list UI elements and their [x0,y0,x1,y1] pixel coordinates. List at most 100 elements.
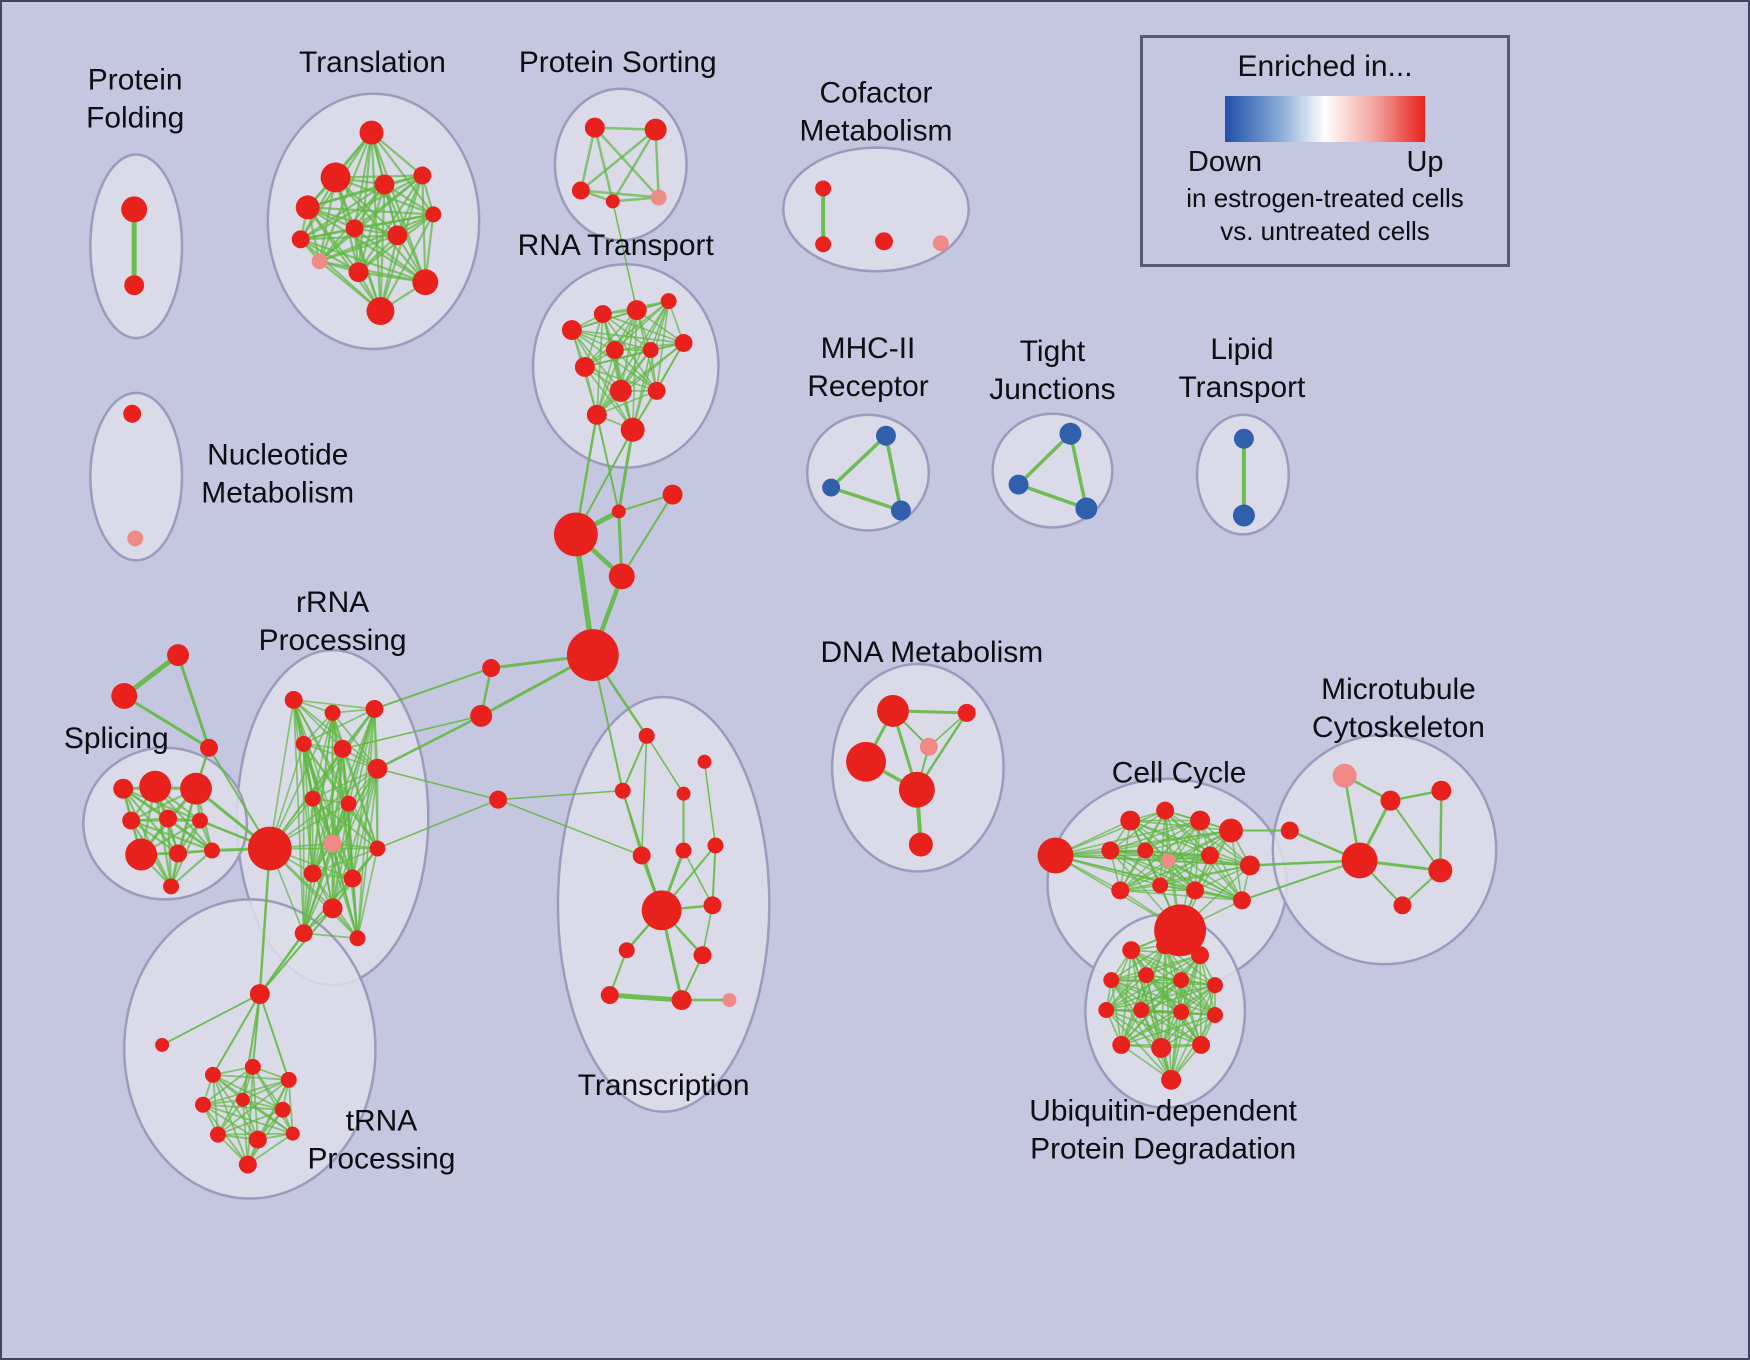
network-node [1151,1037,1172,1058]
network-node [876,694,909,727]
network-edge [351,767,379,880]
network-node [586,404,607,425]
network-edge [1016,431,1073,487]
network-edge [1164,809,1211,857]
network-node [311,253,328,270]
network-edge [595,300,670,416]
network-node [295,195,320,220]
network-node [169,844,188,863]
network-node [122,811,141,830]
network-node [1133,1002,1150,1019]
network-edge [122,694,211,750]
network-edge [258,907,334,996]
network-node [320,162,351,193]
network-node [482,659,501,678]
network-node [412,269,439,296]
cluster-cofactor-metabolism-ellipse [782,146,970,273]
network-edge [299,238,427,284]
network-node [413,166,432,185]
network-node [1207,1007,1223,1023]
network-node [660,293,677,310]
network-node [367,758,388,779]
network-edge [311,708,376,875]
legend-gradient-bar [1225,96,1425,142]
network-edge [829,485,903,513]
network-edge [302,742,314,875]
network-edge [571,329,685,344]
network-edge [1140,979,1182,1011]
network-node [1122,941,1141,960]
network-edge [379,213,435,313]
network-node [235,1092,250,1107]
network-node [1190,810,1211,831]
network-node [571,181,590,200]
network-node [1201,846,1219,865]
network-node [815,180,832,197]
network-node [1103,972,1120,989]
network-node [1428,858,1453,883]
network-edge [306,206,435,216]
network-edge [176,653,211,750]
network-node [574,356,595,377]
network-edge [631,300,670,431]
network-edge [1209,854,1243,902]
network-edge [593,126,660,199]
network-edge [595,349,616,416]
network-edge [1144,829,1232,852]
network-edge [217,1108,284,1136]
network-node [815,236,832,253]
network-node [1191,946,1210,965]
network-edge [497,789,624,801]
network-node [1075,497,1098,520]
cluster-nucleotide-metabolism-ellipse [89,391,184,562]
network-edge [331,747,344,910]
network-node [605,194,620,209]
network-edge [595,413,620,513]
network-node [204,1066,221,1083]
network-node [244,1058,261,1075]
network-node [345,219,364,238]
network-edge [1194,864,1251,892]
network-node [908,832,933,857]
network-edge [1120,1011,1182,1046]
network-edge [595,313,604,416]
network-edge [202,1103,294,1135]
network-node [121,196,148,223]
network-edge [611,128,657,203]
network-edge [1160,1014,1216,1049]
network-edge [311,747,344,800]
network-node [1008,474,1029,495]
cluster-translation-label: Translation [299,46,446,79]
network-edge [376,767,499,801]
network-node [1186,881,1205,900]
network-edge [1105,984,1216,1011]
network-edge [161,993,261,1046]
network-node [618,942,635,959]
network-node [195,1096,211,1113]
network-edge [299,174,424,241]
network-node [553,512,598,557]
network-node [180,772,212,805]
network-node [1101,841,1120,860]
legend-box: Enriched in... Down Up in estrogen-treat… [1140,35,1510,267]
network-node [155,1037,170,1052]
network-node [159,809,178,828]
cluster-trna-processing-ellipse [122,898,377,1200]
network-node [1137,842,1154,859]
network-edge [884,433,903,513]
network-edge [373,667,493,710]
network-edge [1110,979,1123,1046]
network-edge [268,767,379,850]
network-node [1173,1004,1190,1020]
network-edge [1119,889,1243,902]
network-edge [370,131,382,313]
network-edge [302,932,359,940]
network-node [1332,763,1357,788]
network-node [626,300,647,321]
network-edge [241,993,261,1101]
network-node [167,644,190,667]
network-node [846,741,886,782]
